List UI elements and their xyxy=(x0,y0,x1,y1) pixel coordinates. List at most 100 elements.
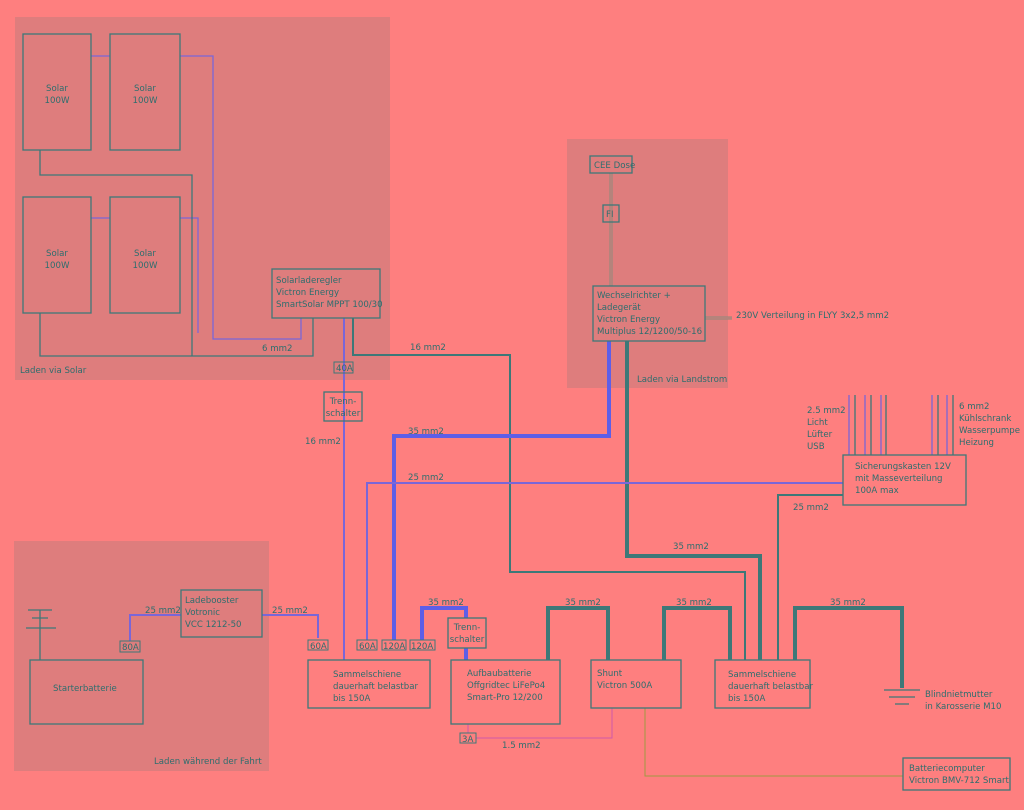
fuse-80a: 80A xyxy=(119,640,141,653)
fuse-40a: 40A xyxy=(333,361,354,374)
label-text: Aufbaubatterie xyxy=(467,669,531,679)
label-text: mit Masseverteilung xyxy=(855,474,942,484)
label-text: 80A xyxy=(122,643,139,653)
label-text: Smart-Pro 12/200 xyxy=(467,693,543,703)
cable-labels: 6 mm2 16 mm2 16 mm2 35 mm2 25 mm2 25 mm2… xyxy=(145,343,866,751)
label-text: Sicherungskasten 12V xyxy=(855,462,951,472)
label-text: 60A xyxy=(310,642,327,652)
solar-power: 100W xyxy=(45,96,70,106)
inverter-positive-wire xyxy=(392,341,611,640)
solar-negative-wire xyxy=(39,150,314,357)
label-text: Multiplus 12/1200/50-16 xyxy=(597,327,702,337)
solar-power: 100W xyxy=(45,261,70,271)
label-text: Sammelschiene xyxy=(728,670,796,680)
label-text: Ladegerät xyxy=(597,303,641,313)
label-text: Sammelschiene xyxy=(333,670,401,680)
label-text: 16 mm2 xyxy=(410,343,446,353)
label-text: dauerhaft belastbar xyxy=(333,682,418,692)
label-text: 35 mm2 xyxy=(565,598,601,608)
label-text: 3A xyxy=(462,735,473,745)
label-text: 120A xyxy=(383,642,405,652)
battery-shunt-wire xyxy=(546,606,610,660)
solar-positive-wire-1 xyxy=(91,55,302,340)
cee-socket: CEE Dose xyxy=(589,155,635,174)
solar-power: 100W xyxy=(133,261,158,271)
label-text: 25 mm2 xyxy=(793,503,829,513)
label-text: Solarladeregler xyxy=(276,276,342,286)
label-text: USB xyxy=(807,442,825,452)
label-text: 1.5 mm2 xyxy=(502,741,541,751)
label-text: Ladebooster xyxy=(185,596,239,606)
label-text: Wechselrichter + xyxy=(597,291,671,301)
label-text: 35 mm2 xyxy=(676,598,712,608)
label-text: 25 mm2 xyxy=(145,606,181,616)
wires xyxy=(26,55,954,777)
label-text: 35 mm2 xyxy=(408,427,444,437)
fuse-60a-1: 60A xyxy=(307,639,329,652)
solar-label: Solar xyxy=(46,84,68,94)
fuse-box: Sicherungskasten 12V mit Masseverteilung 1… xyxy=(842,454,967,506)
solar-panel-1: Solar 100W xyxy=(22,33,92,151)
label-text: 35 mm2 xyxy=(830,598,866,608)
label-text: Kühlschrank xyxy=(959,414,1011,424)
busbar-positive: Sammelschiene dauerhaft belastbar bis 150A xyxy=(307,659,431,709)
label-text: VCC 1212-50 xyxy=(185,620,242,630)
label-text: Starterbatterie xyxy=(53,684,117,694)
label-text: Trenn- xyxy=(329,397,357,407)
rcd-fi: FI xyxy=(602,204,620,223)
label-text: Shunt xyxy=(597,669,623,679)
solar-positive-wire-2 xyxy=(91,217,199,333)
label-text: 100A max xyxy=(855,486,899,496)
panel-fahrt: Laden während der Fahrt xyxy=(14,541,269,771)
panel-fahrt-label: Laden während der Fahrt xyxy=(154,757,262,767)
label-text: 40A xyxy=(336,364,353,374)
label-text: 25 mm2 xyxy=(272,606,308,616)
fuse-120a-1: 120A xyxy=(381,639,407,652)
label-text: Blindnietmutter xyxy=(925,690,993,700)
label-text: Licht xyxy=(807,418,828,428)
shunt-busbar-wire xyxy=(662,606,732,660)
disconnect-switch-1[interactable]: Trenn-schalter xyxy=(323,391,363,422)
label-text: bis 150A xyxy=(333,694,370,704)
label-text: FI xyxy=(606,210,613,220)
ac-distribution-label: 230V Verteilung in FLYY 3x2,5 mm2 xyxy=(736,311,889,321)
fuse-120a-2: 120A xyxy=(409,639,436,652)
starter-ground-icon xyxy=(26,609,56,660)
fusebox-positive-wire xyxy=(366,482,843,640)
panel-landstrom-label: Laden via Landstrom xyxy=(637,375,727,385)
label-text: bis 150A xyxy=(728,694,765,704)
solar-power: 100W xyxy=(133,96,158,106)
disconnect-switch-2[interactable]: Trenn-schalter xyxy=(447,617,487,649)
label-text: Trenn- xyxy=(453,623,481,633)
label-text: SmartSolar MPPT 100/30 xyxy=(276,300,383,310)
label-text: 25 mm2 xyxy=(408,473,444,483)
label-text: Victron 500A xyxy=(597,681,652,691)
ground-wire xyxy=(793,606,904,688)
label-text: Victron Energy xyxy=(597,315,660,325)
label-text: 2.5 mm2 xyxy=(807,406,846,416)
label-text: Wasserpumpe xyxy=(959,426,1020,436)
label-text: Victron Energy xyxy=(276,288,339,298)
ground-icon xyxy=(884,689,920,705)
label-text: Batteriecomputer xyxy=(909,764,985,774)
booster-wire xyxy=(129,614,319,641)
label-text: CEE Dose xyxy=(594,161,635,171)
fusebox-negative-wire xyxy=(777,494,843,660)
label-text: Offgridtec LiFePo4 xyxy=(467,681,545,691)
inverter-negative-wire xyxy=(625,341,762,660)
panel-landstrom: Laden via Landstrom xyxy=(567,139,728,388)
fuse-3a: 3A xyxy=(459,732,477,745)
label-text: 16 mm2 xyxy=(305,437,341,447)
